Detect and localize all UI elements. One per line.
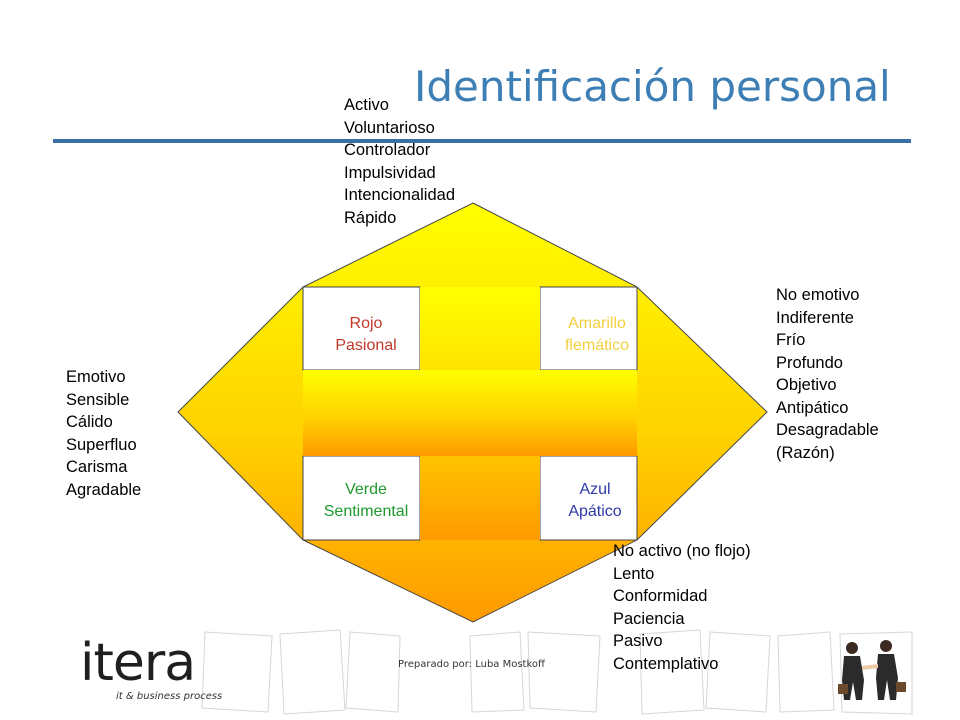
- list-item: Superfluo: [66, 435, 137, 454]
- list-item: Rápido: [344, 208, 397, 227]
- list-item: Objetivo: [776, 376, 837, 394]
- top-traits-list: Activo Voluntarioso Controlador Impulsiv…: [344, 94, 455, 229]
- bottom-traits-list: No activo (no flojo) Lento Conformidad P…: [613, 540, 751, 675]
- blue-name: Azul: [579, 481, 611, 498]
- list-item: Intencionalidad: [344, 186, 456, 204]
- slide-title: Identificación personal: [414, 62, 891, 111]
- red-name: Rojo: [349, 315, 383, 332]
- green-name: Verde: [345, 481, 387, 498]
- prepared-by: Preparado por: Luba Mostkoff: [398, 659, 545, 670]
- list-item: Lento: [613, 564, 655, 583]
- list-item: Controlador: [344, 141, 431, 159]
- title-divider: [53, 139, 911, 143]
- quadrant-yellow-label: Amarillo flemático: [532, 313, 662, 357]
- list-item: Conformidad: [613, 587, 708, 605]
- list-item: Pasivo: [613, 632, 663, 650]
- list-item: Impulsividad: [344, 163, 436, 182]
- quadrant-green-label: Verde Sentimental: [301, 479, 431, 523]
- blue-trait: Apático: [568, 503, 622, 520]
- decorative-frames: [201, 629, 913, 715]
- quadrant-blue-label: Azul Apático: [530, 479, 660, 523]
- list-item: Contemplativo: [613, 654, 719, 673]
- left-traits-list: Emotivo Sensible Cálido Superfluo Carism…: [66, 366, 141, 501]
- logo-wordmark: itera: [80, 633, 196, 693]
- list-item: Activo: [344, 96, 389, 114]
- logo-tagline: it & business process: [116, 691, 223, 702]
- red-trait: Pasional: [335, 337, 397, 354]
- quadrant-box-blue: [539, 455, 638, 541]
- list-item: Emotivo: [66, 368, 126, 386]
- list-item: Carisma: [66, 458, 128, 476]
- quadrant-box-red: [302, 286, 421, 371]
- list-item: Antipático: [776, 398, 849, 417]
- list-item: Sensible: [66, 390, 130, 409]
- yellow-name: Amarillo: [568, 315, 626, 332]
- list-item: Profundo: [776, 353, 843, 372]
- list-item: Agradable: [66, 480, 142, 499]
- list-item: Frío: [776, 331, 806, 349]
- itera-logo: itera it & business process: [80, 635, 230, 705]
- list-item: No emotivo: [776, 286, 860, 304]
- yellow-trait: flemático: [564, 337, 630, 354]
- list-item: Cálido: [66, 413, 113, 431]
- green-trait: Sentimental: [323, 503, 409, 520]
- business-handshake-icon: [838, 640, 906, 700]
- right-traits-list: No emotivo Indiferente Frío Profundo Obj…: [776, 284, 879, 464]
- list-item: Paciencia: [613, 609, 685, 628]
- quadrant-box-green: [302, 455, 421, 541]
- quadrant-red-label: Rojo Pasional: [301, 313, 431, 357]
- list-item: Desagradable: [776, 421, 879, 439]
- list-item: (Razón): [776, 443, 835, 462]
- list-item: Indiferente: [776, 308, 854, 327]
- list-item: Voluntarioso: [344, 118, 435, 137]
- list-item: No activo (no flojo): [613, 542, 751, 560]
